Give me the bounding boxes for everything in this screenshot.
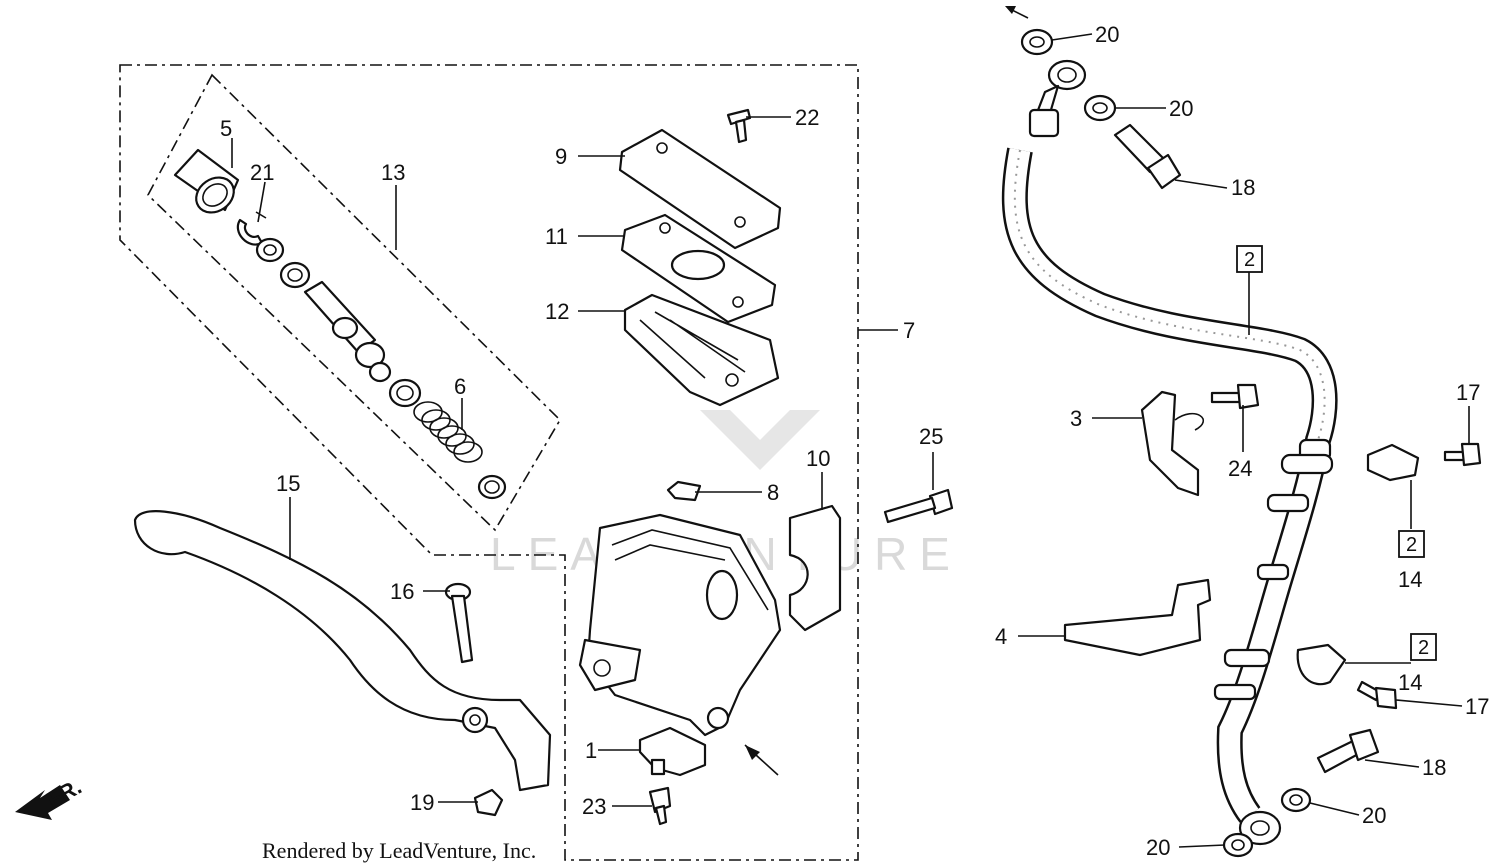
callout-13: 13 [381, 160, 405, 185]
boxed-callout-2-lower-clamp: 2 [1418, 637, 1429, 659]
callout-14-upper: 14 [1398, 567, 1422, 592]
piston-kit-boundary [147, 73, 562, 532]
callout-10: 10 [806, 446, 830, 471]
callout-14-lower: 14 [1398, 670, 1422, 695]
callout-20-top: 20 [1095, 22, 1119, 47]
callout-4: 4 [995, 624, 1007, 649]
front-direction-arrow: FR. [15, 774, 86, 820]
callout-18-upper: 18 [1231, 175, 1255, 200]
callout-17-lower: 17 [1465, 694, 1489, 719]
callout-numbers: 5 21 13 6 9 11 12 22 7 10 8 15 16 19 25 … [220, 22, 1489, 860]
brake-hose [1001, 59, 1338, 846]
callout-6: 6 [454, 374, 466, 399]
callout-22: 22 [795, 105, 819, 130]
callout-5: 5 [220, 116, 232, 141]
callout-12: 12 [545, 299, 569, 324]
callout-1: 1 [585, 738, 597, 763]
leader-lines [231, 33, 1470, 848]
callout-16: 16 [390, 579, 414, 604]
boxed-callout-2-hose: 2 [1244, 249, 1255, 271]
callout-17-upper: 17 [1456, 380, 1480, 405]
callout-15: 15 [276, 471, 300, 496]
callout-24: 24 [1228, 456, 1252, 481]
reservoir-cover-stack [618, 108, 782, 407]
brake-lever [133, 488, 954, 817]
hose-hardware [1020, 28, 1482, 858]
callout-8: 8 [767, 480, 779, 505]
assembly-7-boundary [119, 64, 859, 861]
callout-3: 3 [1070, 406, 1082, 431]
callout-18-lower: 18 [1422, 755, 1446, 780]
boxed-callout-2-upper-clamp: 2 [1406, 534, 1417, 556]
callout-21: 21 [250, 160, 274, 185]
callout-23: 23 [582, 794, 606, 819]
callout-11: 11 [545, 224, 568, 249]
callout-20-lower: 20 [1362, 803, 1386, 828]
callout-19: 19 [410, 790, 434, 815]
master-cylinder-body [578, 480, 842, 826]
callout-20-bottom: 20 [1146, 835, 1170, 860]
boxed-callouts: 2 2 2 [1236, 245, 1437, 661]
callout-25: 25 [919, 424, 943, 449]
callout-20-upper: 20 [1169, 96, 1193, 121]
callout-7: 7 [903, 318, 915, 343]
credit-text: Rendered by LeadVenture, Inc. [262, 838, 536, 863]
callout-9: 9 [555, 144, 567, 169]
piston-kit-parts [173, 148, 507, 500]
